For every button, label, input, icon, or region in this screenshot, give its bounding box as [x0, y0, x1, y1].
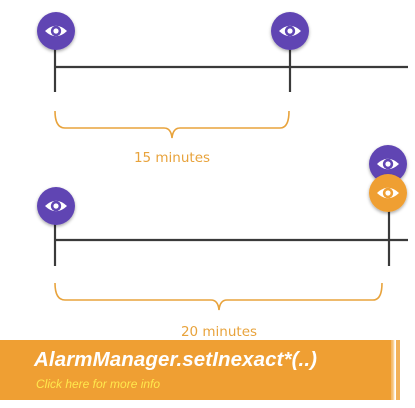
timeline-2-alarm-2 [369, 145, 407, 183]
more-info-link[interactable]: Click here for more info [36, 377, 161, 391]
timeline-2-interval-brace [54, 282, 383, 311]
timeline-1-alarm-2 [271, 12, 309, 50]
api-banner[interactable]: AlarmManager.setInexact*(..) Click here … [0, 340, 391, 400]
banner-title: AlarmManager.setInexact*(..) [34, 348, 318, 371]
timeline-2-interval-label: 20 minutes [181, 324, 257, 340]
timeline-2-alarm-3-highlighted [369, 174, 407, 212]
timeline-2-alarm-1 [37, 187, 75, 225]
timeline-1-interval-label: 15 minutes [134, 150, 210, 166]
timeline-1-alarm-1 [37, 12, 75, 50]
timeline-1: 15 minutes [37, 12, 408, 166]
banner-edge-decoration [391, 340, 400, 400]
timeline-2: 20 minutes [37, 145, 408, 340]
timeline-1-interval-brace [54, 110, 290, 139]
